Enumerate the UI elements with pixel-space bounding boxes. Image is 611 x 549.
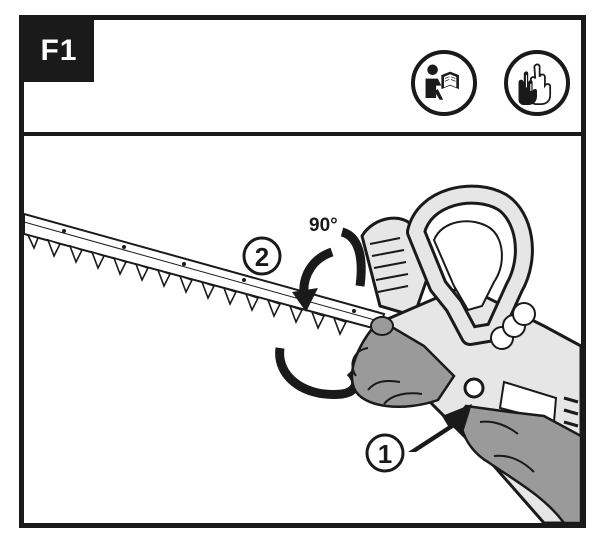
step-1-number: 1 [378, 439, 392, 469]
figure-label: F1 [24, 20, 94, 82]
rotation-angle-label: 90° [309, 215, 338, 236]
figure-header: F1 [24, 20, 581, 136]
wear-gloves-icon [504, 50, 570, 116]
hedge-trimmer-blade [24, 212, 386, 336]
illustration-area: 90° 2 [24, 136, 581, 523]
step-2-marker: 2 [242, 236, 282, 276]
step-2-number: 2 [255, 242, 269, 272]
read-manual-icon [411, 50, 477, 116]
step-1-marker: 1 [365, 433, 405, 473]
figure-frame: F1 [19, 15, 586, 528]
push-arrow-icon [408, 404, 472, 452]
left-hand-icon [350, 316, 456, 408]
